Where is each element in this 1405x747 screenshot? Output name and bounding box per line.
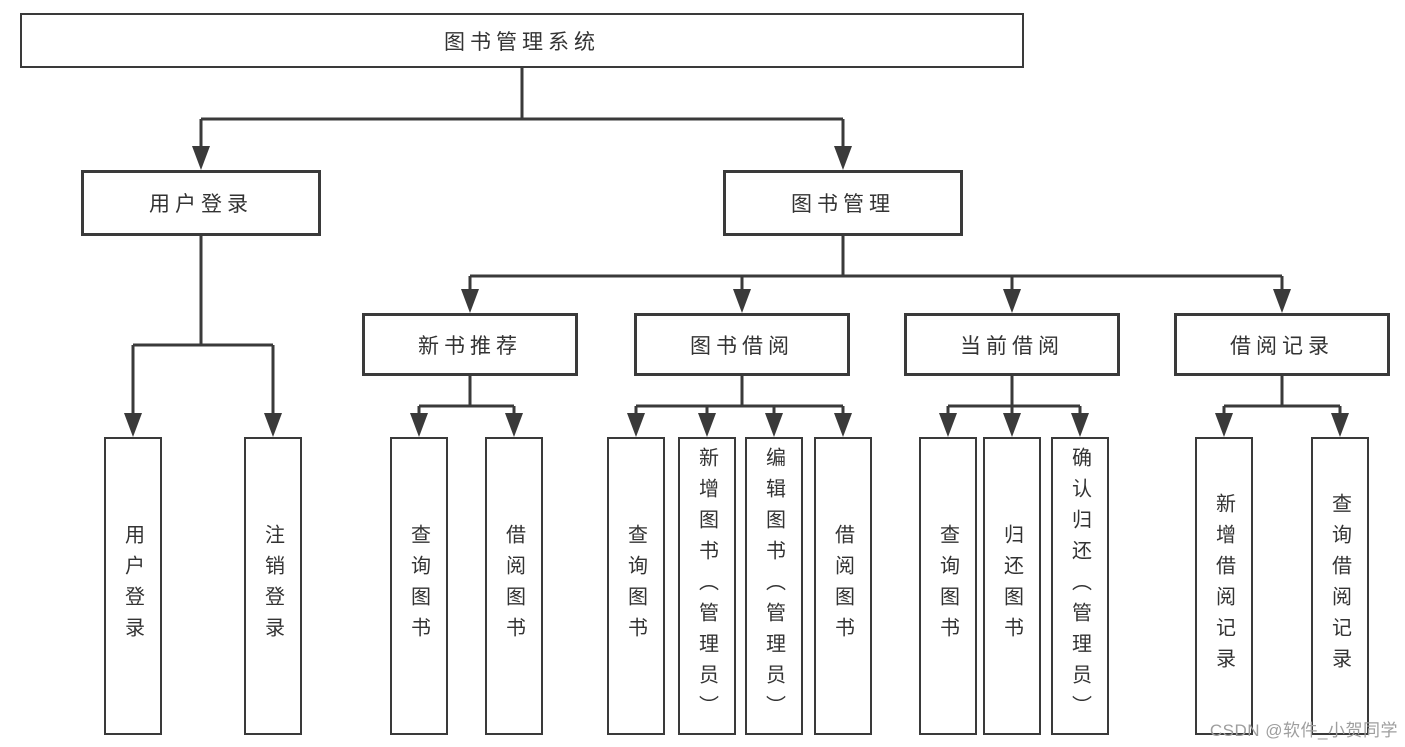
- leaf-query-books-3: 查询图书: [919, 437, 977, 735]
- leaf-label: 确认归还（管理员）: [1068, 446, 1091, 726]
- leaf-add-borrow-record: 新增借阅记录: [1195, 437, 1253, 735]
- leaf-label: 归还图书: [1000, 524, 1023, 648]
- connector-line: [946, 376, 1082, 419]
- node-label: 新书推荐: [418, 334, 522, 358]
- arrow-head-icon: [505, 413, 523, 437]
- node-label: 图书借阅: [690, 334, 794, 358]
- connector-root-to-level2: [192, 68, 852, 170]
- arrow-head-icon: [834, 146, 852, 170]
- arrow-head-icon: [461, 289, 479, 313]
- arrow-head-icon: [192, 146, 210, 170]
- node-book-management: 图书管理: [723, 170, 963, 236]
- arrow-head-icon: [410, 413, 428, 437]
- arrow-head-icon: [1331, 413, 1349, 437]
- csdn-watermark: CSDN @软件_小贺同学: [1209, 721, 1398, 740]
- node-label: 当前借阅: [960, 334, 1064, 358]
- leaf-query-books-2: 查询图书: [607, 437, 665, 735]
- leaf-label: 查询借阅记录: [1328, 493, 1351, 679]
- connector-book-borrowing-to-leaves: [627, 376, 852, 437]
- connector-user-login-to-leaves: [124, 236, 282, 437]
- node-label: 借阅记录: [1230, 334, 1334, 358]
- node-label: 图书管理: [791, 193, 895, 216]
- connector-line: [131, 236, 275, 419]
- connector-line: [199, 68, 845, 150]
- leaf-query-books-1: 查询图书: [390, 437, 448, 735]
- arrow-head-icon: [1071, 413, 1089, 437]
- leaf-return-books: 归还图书: [983, 437, 1041, 735]
- connector-line: [634, 376, 845, 419]
- arrow-head-icon: [627, 413, 645, 437]
- leaf-label: 查询图书: [407, 524, 430, 648]
- leaf-query-borrow-record: 查询借阅记录: [1311, 437, 1369, 735]
- arrow-head-icon: [939, 413, 957, 437]
- leaf-label: 查询图书: [624, 524, 647, 648]
- leaf-label: 用户登录: [121, 524, 144, 648]
- leaf-user-login: 用户登录: [104, 437, 162, 735]
- connector-line: [1222, 376, 1342, 419]
- node-book-borrowing: 图书借阅: [634, 313, 850, 376]
- node-current-borrowing: 当前借阅: [904, 313, 1120, 376]
- leaf-logout: 注销登录: [244, 437, 302, 735]
- arrow-head-icon: [124, 413, 142, 437]
- node-root: 图书管理系统: [20, 13, 1024, 68]
- arrow-head-icon: [1273, 289, 1291, 313]
- leaf-add-books-admin: 新增图书（管理员）: [678, 437, 736, 735]
- node-label: 用户登录: [149, 193, 253, 216]
- leaf-edit-books-admin: 编辑图书（管理员）: [745, 437, 803, 735]
- arrow-head-icon: [1215, 413, 1233, 437]
- node-user-login: 用户登录: [81, 170, 321, 236]
- leaf-label: 查询图书: [936, 524, 959, 648]
- connector-line: [417, 376, 516, 419]
- leaf-label: 借阅图书: [831, 524, 854, 648]
- node-new-book-recommend: 新书推荐: [362, 313, 578, 376]
- leaf-label: 注销登录: [261, 524, 284, 648]
- node-borrowing-records: 借阅记录: [1174, 313, 1390, 376]
- leaf-label: 新增图书（管理员）: [695, 446, 718, 726]
- leaf-confirm-return-admin: 确认归还（管理员）: [1051, 437, 1109, 735]
- connector-borrowing-records-to-leaves: [1215, 376, 1349, 437]
- leaf-label: 新增借阅记录: [1212, 493, 1235, 679]
- arrow-head-icon: [765, 413, 783, 437]
- leaf-borrow-books-1: 借阅图书: [485, 437, 543, 735]
- arrow-head-icon: [1003, 413, 1021, 437]
- arrow-head-icon: [264, 413, 282, 437]
- arrow-head-icon: [698, 413, 716, 437]
- leaf-borrow-books-2: 借阅图书: [814, 437, 872, 735]
- leaf-label: 借阅图书: [502, 524, 525, 648]
- node-root-label: 图书管理系统: [444, 30, 600, 54]
- arrow-head-icon: [733, 289, 751, 313]
- leaf-label: 编辑图书（管理员）: [762, 446, 785, 726]
- arrow-head-icon: [1003, 289, 1021, 313]
- connector-book-management-to-level3: [461, 236, 1291, 313]
- connector-current-borrowing-to-leaves: [939, 376, 1089, 437]
- connector-new-book-recommend-to-leaves: [410, 376, 523, 437]
- connector-line: [468, 236, 1284, 295]
- arrow-head-icon: [834, 413, 852, 437]
